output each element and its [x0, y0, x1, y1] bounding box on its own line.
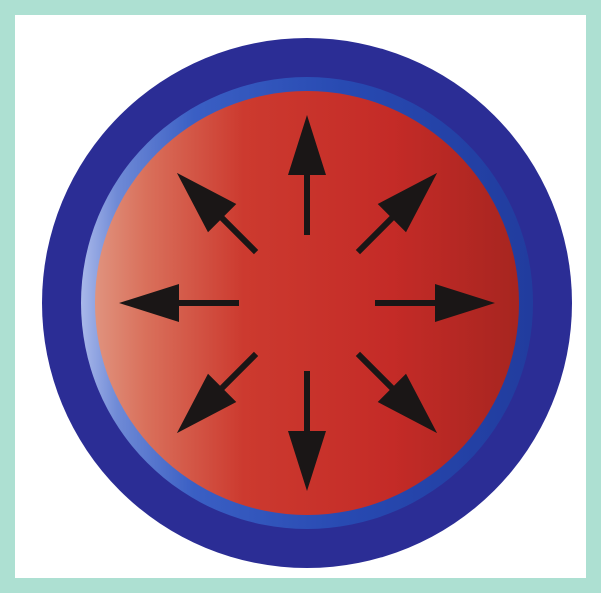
expansion-diagram: [0, 0, 601, 593]
